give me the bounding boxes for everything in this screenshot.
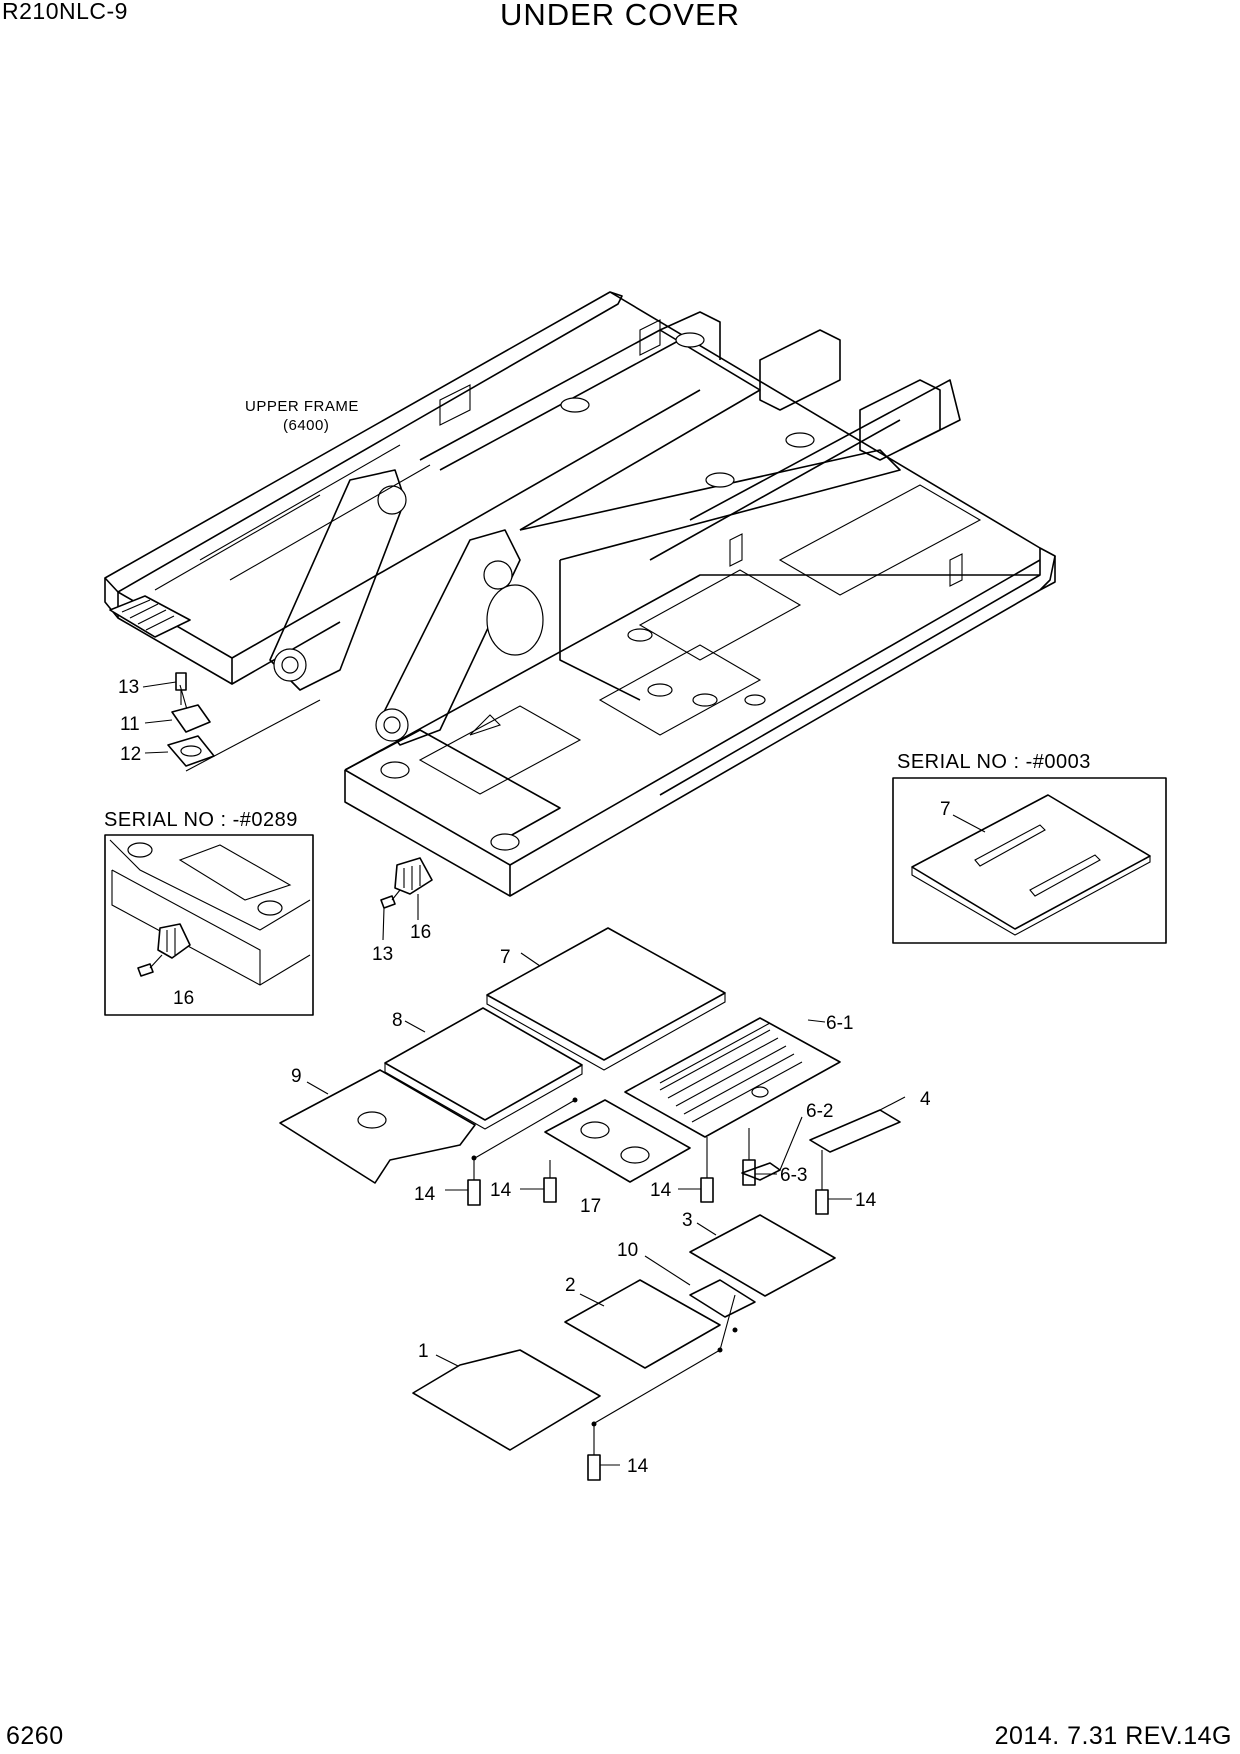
inset-right-part-label: 7 [940, 799, 951, 820]
callout-17: 17 [580, 1196, 601, 1217]
cover-16 [380, 857, 433, 909]
cover-6-2 [741, 1162, 781, 1181]
inset-right-serial: SERIAL NO : -#0003 [897, 751, 1091, 773]
callout-8: 8 [392, 1010, 403, 1031]
inset-right-box [892, 777, 1167, 944]
callout-14-c: 14 [650, 1180, 672, 1201]
cover-6-1 [624, 1017, 841, 1138]
cover-11-12-13 [167, 672, 321, 772]
callout-3: 3 [682, 1210, 693, 1231]
part-13-bolt [175, 672, 187, 691]
cover-2 [564, 1279, 721, 1369]
callout-6-1: 6-1 [826, 1013, 853, 1034]
callout-11: 11 [120, 714, 140, 735]
callout-1: 1 [418, 1341, 429, 1362]
callout-13-lower: 13 [372, 944, 393, 965]
lower-covers [279, 927, 906, 1451]
callout-6-3: 6-3 [780, 1165, 807, 1186]
part-11-cover [171, 704, 211, 733]
revision-date: 2014. 7.31 REV.14G [994, 1722, 1232, 1750]
inset-left-box [104, 834, 314, 1016]
cover-3 [689, 1214, 836, 1297]
inset-left-serial: SERIAL NO : -#0289 [104, 809, 298, 831]
cover-17 [544, 1099, 691, 1183]
cover-1 [412, 1349, 601, 1451]
callout-13-upper: 13 [118, 677, 139, 698]
upper-frame-label: UPPER FRAME [245, 398, 359, 415]
callout-14-e: 14 [627, 1456, 649, 1477]
bolts-14 [445, 1097, 852, 1481]
callout-4: 4 [920, 1089, 931, 1110]
inset-left-part-label: 16 [173, 988, 194, 1009]
callout-2: 2 [565, 1275, 576, 1296]
callout-6-2: 6-2 [806, 1101, 833, 1122]
callout-9: 9 [291, 1066, 302, 1087]
callout-14-d: 14 [855, 1190, 877, 1211]
callout-14-b: 14 [490, 1180, 512, 1201]
cover-4 [809, 1109, 901, 1153]
model-code: R210NLC-9 [2, 0, 128, 24]
upper-frame-drawing [104, 291, 1056, 897]
upper-frame-code: (6400) [283, 417, 329, 434]
cover-10 [689, 1279, 756, 1318]
page-title: UNDER COVER [499, 0, 741, 32]
page-number: 6260 [6, 1722, 64, 1750]
callout-7: 7 [500, 947, 511, 968]
callout-14-a: 14 [414, 1184, 436, 1205]
callout-12: 12 [120, 744, 141, 765]
callout-16: 16 [410, 922, 431, 943]
callout-10: 10 [617, 1240, 638, 1261]
